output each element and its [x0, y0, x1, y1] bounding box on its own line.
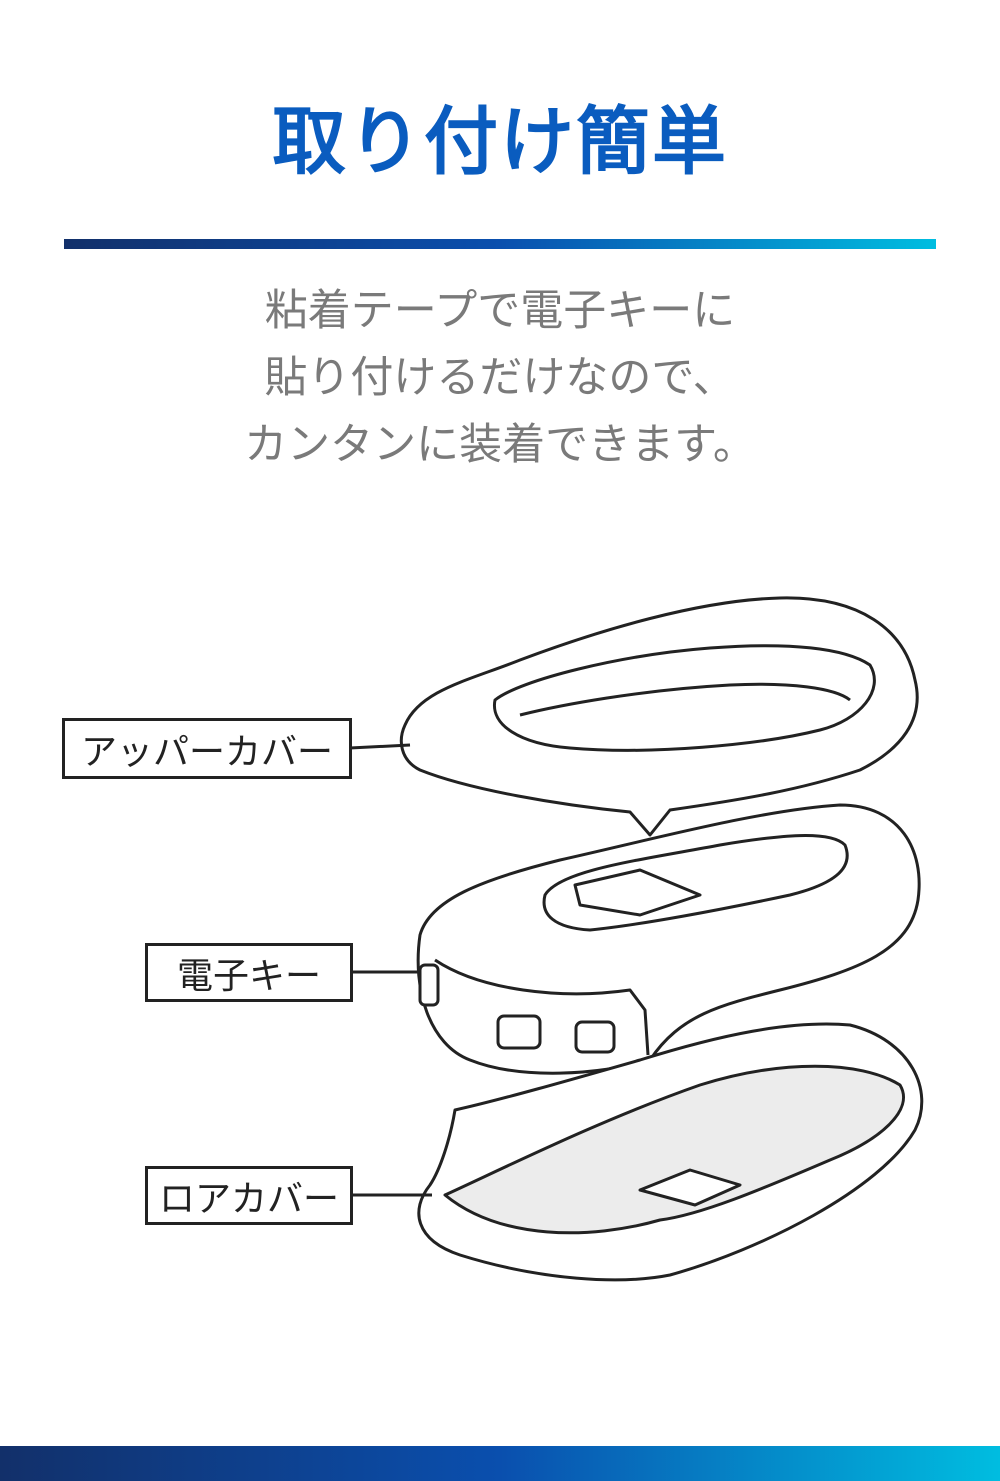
bottom-gradient-bar	[0, 1446, 1000, 1481]
upper-cover-drawing	[399, 596, 919, 837]
electronic-key-drawing	[416, 803, 921, 1075]
label-upper-cover: アッパーカバー	[62, 718, 352, 779]
description-line: カンタンに装着できます。	[244, 420, 756, 470]
description: 粘着テープで電子キーに 貼り付けるだけなので、 カンタンに装着できます。	[0, 278, 1000, 479]
key-cover-exploded-illustration	[349, 596, 924, 1282]
leader-line-upper	[349, 743, 411, 750]
page-title: 取り付け簡単	[272, 99, 728, 185]
label-lower-cover: ロアカバー	[145, 1166, 353, 1225]
gradient-divider	[64, 239, 936, 249]
description-line: 粘着テープで電子キーに	[264, 286, 736, 336]
description-line: 貼り付けるだけなので、	[264, 353, 736, 403]
label-electronic-key: 電子キー	[145, 943, 353, 1002]
lower-cover-drawing	[417, 1022, 924, 1282]
